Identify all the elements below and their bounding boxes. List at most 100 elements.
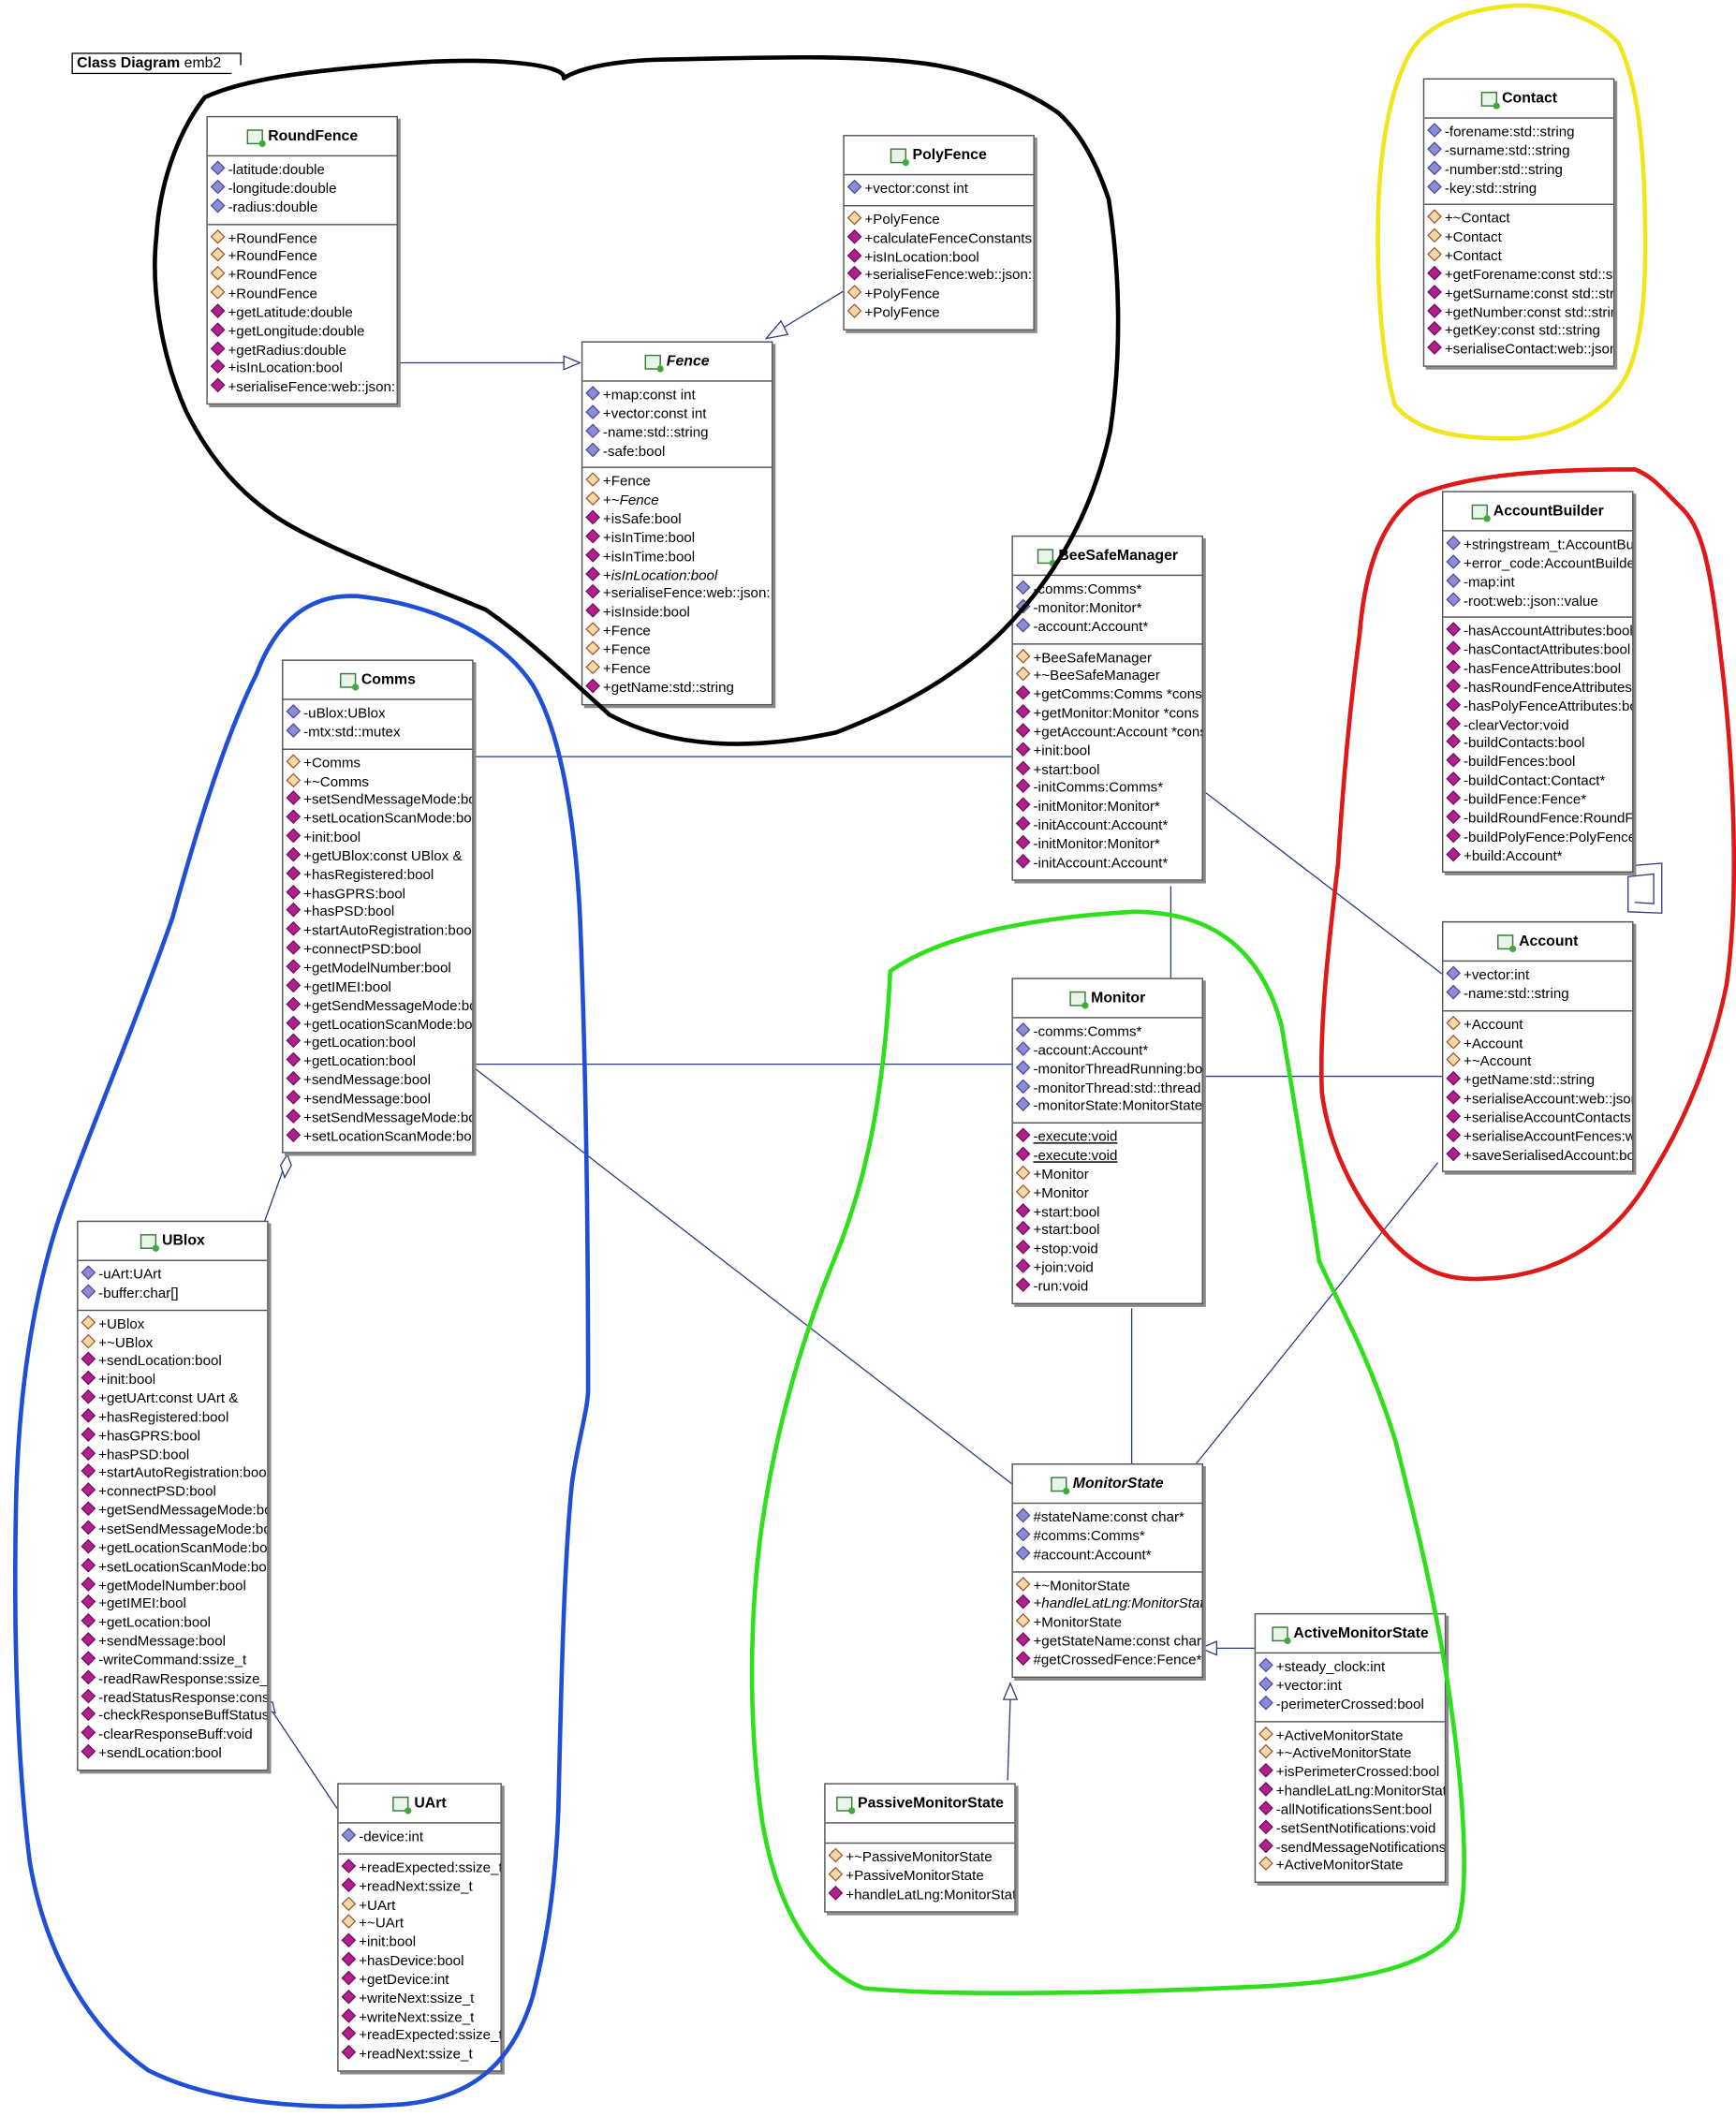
operation-row[interactable]: +handleLatLng:MonitorStat	[828, 1885, 1014, 1905]
operation-row[interactable]: -run:void	[1015, 1277, 1202, 1298]
operation-row[interactable]: +build:Account*	[1446, 846, 1632, 866]
operation-row[interactable]: +hasDevice:bool	[341, 1951, 500, 1972]
operation-row[interactable]: +Monitor	[1015, 1165, 1202, 1185]
operation-row[interactable]: +~ActiveMonitorState	[1258, 1744, 1445, 1765]
operation-row[interactable]: -sendMessageNotifications	[1258, 1838, 1445, 1858]
operation-row[interactable]: +start:bool	[1015, 760, 1202, 780]
operation-row[interactable]: +join:void	[1015, 1258, 1202, 1279]
operation-row[interactable]: +serialiseAccountContacts:v	[1446, 1109, 1632, 1128]
operation-row[interactable]: +init:bool	[81, 1371, 267, 1390]
operation-row[interactable]: -execute:void	[1015, 1146, 1202, 1167]
operation-row[interactable]: +isInTime:bool	[585, 528, 772, 549]
operation-row[interactable]: +~Account	[1446, 1052, 1632, 1073]
attribute-row[interactable]: -account:Account*	[1015, 1041, 1202, 1061]
operation-row[interactable]: -writeCommand:ssize_t	[81, 1651, 267, 1671]
operation-row[interactable]: +ActiveMonitorState	[1258, 1726, 1445, 1746]
attribute-row[interactable]: -monitor:Monitor*	[1015, 598, 1202, 619]
operation-row[interactable]: +init:bool	[1015, 742, 1202, 761]
operation-row[interactable]: -initComms:Comms*	[1015, 778, 1202, 799]
class-account[interactable]: Account+vector:int-name:std::string+Acco…	[1441, 920, 1634, 1173]
operation-row[interactable]: +RoundFence	[210, 228, 397, 249]
operation-row[interactable]: +getDevice:int	[341, 1970, 500, 1991]
attribute-row[interactable]: -map:int	[1446, 572, 1632, 593]
operation-row[interactable]: -setSentNotifications:void	[1258, 1819, 1445, 1839]
operation-row[interactable]: +getUBlox:const UBlox &	[286, 846, 472, 867]
operation-row[interactable]: +~UArt	[341, 1914, 500, 1934]
attribute-row[interactable]: -device:int	[341, 1828, 500, 1847]
operation-row[interactable]: +handleLatLng:MonitorState	[1015, 1594, 1202, 1615]
operation-row[interactable]: +sendMessage:bool	[286, 1070, 472, 1091]
operation-row[interactable]: +hasGPRS:bool	[286, 884, 472, 904]
operation-row[interactable]: +Account	[1446, 1015, 1632, 1036]
operation-row[interactable]: +BeeSafeManager	[1015, 648, 1202, 669]
attribute-row[interactable]: -account:Account*	[1015, 617, 1202, 638]
attribute-row[interactable]: +vector:int	[1258, 1676, 1445, 1697]
operation-row[interactable]: +isPerimeterCrossed:bool	[1258, 1763, 1445, 1784]
operation-row[interactable]: +MonitorState	[1015, 1613, 1202, 1634]
class-contact[interactable]: Contact-forename:std::string-surname:std…	[1422, 78, 1615, 368]
attribute-row[interactable]: +stringstream_t:AccountBuil	[1446, 536, 1632, 555]
operation-row[interactable]: +RoundFence	[210, 247, 397, 268]
operation-row[interactable]: +~Fence	[585, 491, 772, 511]
operation-row[interactable]: +hasPSD:bool	[286, 903, 472, 923]
attribute-row[interactable]: -name:std::string	[585, 423, 772, 443]
operation-row[interactable]: +UBlox	[81, 1315, 267, 1335]
operation-row[interactable]: +serialiseAccount:web::json	[1446, 1090, 1632, 1110]
class-active-monitor-state[interactable]: ActiveMonitorState+steady_clock:int+vect…	[1254, 1612, 1447, 1884]
attribute-row[interactable]: +map:const int	[585, 386, 772, 405]
attribute-row[interactable]: #comms:Comms*	[1015, 1526, 1202, 1547]
operation-row[interactable]: -hasContactAttributes:bool	[1446, 640, 1632, 661]
operation-row[interactable]: +getLatitude:double	[210, 303, 397, 323]
operation-row[interactable]: +getUArt:const UArt &	[81, 1389, 267, 1409]
operation-row[interactable]: +Fence	[585, 472, 772, 492]
operation-row[interactable]: +saveSerialisedAccount:boo	[1446, 1146, 1632, 1166]
operation-row[interactable]: +getName:std::string	[1446, 1071, 1632, 1092]
operation-row[interactable]: -readRawResponse:ssize_t	[81, 1669, 267, 1689]
operation-row[interactable]: +sendMessage:bool	[81, 1632, 267, 1653]
attribute-row[interactable]: -comms:Comms*	[1015, 580, 1202, 600]
attribute-row[interactable]: -radius:double	[210, 198, 397, 218]
operation-row[interactable]: +~MonitorState	[1015, 1576, 1202, 1596]
operation-row[interactable]: #getCrossedFence:Fence*	[1015, 1651, 1202, 1671]
operation-row[interactable]: +setLocationScanMode:boo	[286, 1126, 472, 1147]
attribute-row[interactable]: -monitorState:MonitorState	[1015, 1096, 1202, 1117]
operation-row[interactable]: -buildContacts:bool	[1446, 734, 1632, 755]
attribute-row[interactable]: -safe:bool	[585, 441, 772, 462]
operation-row[interactable]: +getLongitude:double	[210, 322, 397, 342]
operation-row[interactable]: -buildPolyFence:PolyFence*	[1446, 828, 1632, 847]
operation-row[interactable]: +getIMEI:bool	[286, 977, 472, 998]
operation-row[interactable]: +init:bool	[341, 1932, 500, 1953]
operation-row[interactable]: -hasPolyFenceAttributes:bo	[1446, 697, 1632, 717]
operation-row[interactable]: +~Contact	[1427, 209, 1613, 229]
operation-row[interactable]: +setSendMessageMode:boo	[286, 1108, 472, 1128]
attribute-row[interactable]: -surname:std::string	[1427, 141, 1613, 161]
operation-row[interactable]: -clearVector:void	[1446, 715, 1632, 736]
operation-row[interactable]: +Comms	[286, 753, 472, 773]
attribute-row[interactable]: -buffer:char[]	[81, 1284, 267, 1304]
attribute-row[interactable]: -monitorThread:std::thread	[1015, 1078, 1202, 1098]
operation-row[interactable]: +getLocation:bool	[286, 1052, 472, 1072]
operation-row[interactable]: +startAutoRegistration:boo	[286, 921, 472, 942]
attribute-row[interactable]: -comms:Comms*	[1015, 1022, 1202, 1042]
class-fence[interactable]: Fence+map:const int+vector:const int-nam…	[581, 341, 773, 705]
operation-row[interactable]: -hasAccountAttributes:bool	[1446, 622, 1632, 642]
operation-row[interactable]: +connectPSD:bool	[81, 1482, 267, 1503]
class-monitor-state[interactable]: MonitorState#stateName:const char*#comms…	[1011, 1463, 1203, 1678]
class-account-builder[interactable]: AccountBuilder+stringstream_t:AccountBui…	[1441, 491, 1634, 874]
operation-row[interactable]: -initMonitor:Monitor*	[1015, 797, 1202, 817]
operation-row[interactable]: -checkResponseBuffStatus:c	[81, 1707, 267, 1727]
operation-row[interactable]: +connectPSD:bool	[286, 940, 472, 961]
operation-row[interactable]: +hasGPRS:bool	[81, 1426, 267, 1447]
operation-row[interactable]: +UArt	[341, 1895, 500, 1916]
operation-row[interactable]: +getLocation:bool	[286, 1034, 472, 1053]
operation-row[interactable]: +getForename:const std::stri	[1427, 265, 1613, 286]
operation-row[interactable]: +writeNext:ssize_t	[341, 2007, 500, 2028]
operation-row[interactable]: +calculateFenceConstants:vo	[846, 228, 1033, 249]
operation-row[interactable]: -buildContact:Contact*	[1446, 771, 1632, 792]
operation-row[interactable]: -clearResponseBuff:void	[81, 1725, 267, 1745]
operation-row[interactable]: +stop:void	[1015, 1240, 1202, 1260]
operation-row[interactable]: +Contact	[1427, 228, 1613, 248]
operation-row[interactable]: +readNext:ssize_t	[341, 2045, 500, 2065]
operation-row[interactable]: -execute:void	[1015, 1127, 1202, 1148]
operation-row[interactable]: +getLocation:bool	[81, 1613, 267, 1634]
